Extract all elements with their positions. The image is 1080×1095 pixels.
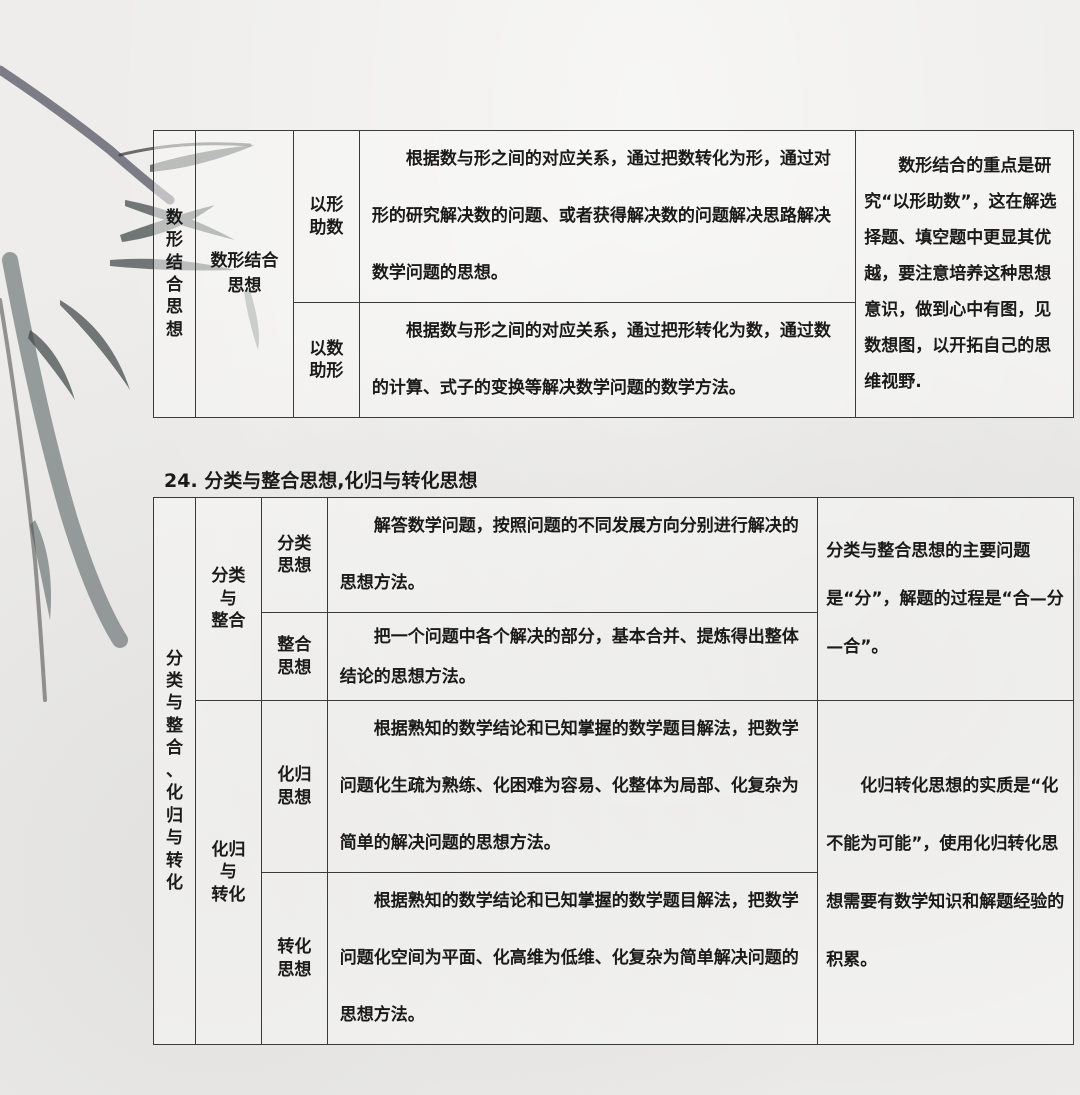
category-char: 形 [165, 230, 183, 251]
method-label-cell: 化归 思想 [260, 700, 328, 873]
category-cell: 数形结合思想 [153, 130, 196, 418]
method-label-line: 助数 [309, 217, 344, 238]
method-label-cell: 分类 思想 [260, 497, 328, 613]
group-label-line: 转化 [211, 884, 246, 905]
category-char: 结 [165, 252, 183, 273]
method-label-line: 分类 [277, 533, 312, 554]
group-label-line: 与 [219, 588, 237, 609]
category-char: 想 [165, 319, 183, 340]
category-char: 归 [165, 805, 183, 826]
subcategory-cell: 数形结合思想 [194, 130, 294, 418]
group-label-line: 与 [219, 862, 237, 883]
category-char: 与 [165, 828, 183, 849]
method-label-cell: 转化 思想 [260, 872, 328, 1045]
category-char: 分 [165, 648, 183, 669]
method-label-line: 转化 [277, 937, 312, 958]
category-char: 化 [165, 872, 183, 893]
subcategory-label: 数形结合思想 [210, 250, 279, 297]
method-description: 根据数与形之间的对应关系，通过把数转化为形，通过对形的研究解决数的问题、或者获得… [358, 130, 857, 303]
group-label-cell: 分类 与 整合 [194, 497, 262, 701]
category-char: 转 [165, 850, 183, 871]
method-description: 把一个问题中各个解决的部分，基本合并、提炼得出整体结论的思想方法。 [326, 612, 819, 701]
method-label-cell: 以数 助形 [292, 302, 360, 418]
method-description: 根据数与形之间的对应关系，通过把形转化为数，通过数的计算、式子的变换等解决数学问… [358, 302, 857, 418]
category-cell: 分类与整合、化归与转化 [153, 497, 196, 1045]
summary-note: 数形结合的重点是研究“以形助数”，这在解选择题、填空题中更显其优越，要注意培养这… [855, 130, 1074, 418]
method-label-line: 以数 [309, 338, 344, 359]
group-label-cell: 化归 与 转化 [194, 700, 262, 1045]
method-description: 解答数学问题，按照问题的不同发展方向分别进行解决的思想方法。 [326, 497, 819, 613]
category-char: 数 [165, 207, 183, 228]
category-char: 合 [165, 738, 183, 759]
summary-note: 化归转化思想的实质是“化不能为可能”，使用化归转化思想需要有数学知识和解题经验的… [817, 700, 1074, 1045]
category-char: 与 [165, 693, 183, 714]
group-label-line: 化归 [211, 839, 246, 860]
method-label-line: 思想 [277, 556, 312, 576]
method-label-line: 思想 [277, 787, 312, 808]
method-label-line: 助形 [309, 361, 344, 381]
category-char: 思 [165, 297, 183, 318]
group-label-line: 分类 [211, 566, 246, 587]
category-char: 合 [165, 275, 183, 295]
number-shape-table: 数形结合思想 数形结合思想 以形 助数 根据数与形之间的对应关系，通过把数转化为… [153, 130, 1074, 418]
section-title: 24. 分类与整合思想,化归与转化思想 [164, 470, 478, 492]
method-label-line: 以形 [309, 195, 344, 216]
method-label-line: 整合 [277, 635, 312, 656]
classification-transformation-table: 分类与整合、化归与转化 分类 与 整合 分类 思想 解答数学问题，按照问题的不同… [153, 497, 1074, 1045]
category-char: 整 [165, 715, 183, 736]
method-label-line: 思想 [277, 657, 312, 678]
category-char: 化 [165, 783, 183, 804]
method-label-line: 思想 [277, 959, 312, 980]
method-label-line: 化归 [277, 765, 312, 786]
category-char: 类 [165, 671, 183, 692]
method-description: 根据熟知的数学结论和已知掌握的数学题目解法，把数学问题化空间为平面、化高维为低维… [326, 872, 819, 1045]
method-label-cell: 整合 思想 [260, 612, 328, 701]
method-label-cell: 以形 助数 [292, 130, 360, 303]
method-description: 根据熟知的数学结论和已知掌握的数学题目解法，把数学问题化生疏为熟练、化困难为容易… [326, 700, 819, 873]
summary-note: 分类与整合思想的主要问题是“分”，解题的过程是“合—分—合”。 [817, 497, 1074, 701]
group-label-line: 整合 [211, 611, 246, 632]
category-char: 、 [165, 760, 183, 781]
